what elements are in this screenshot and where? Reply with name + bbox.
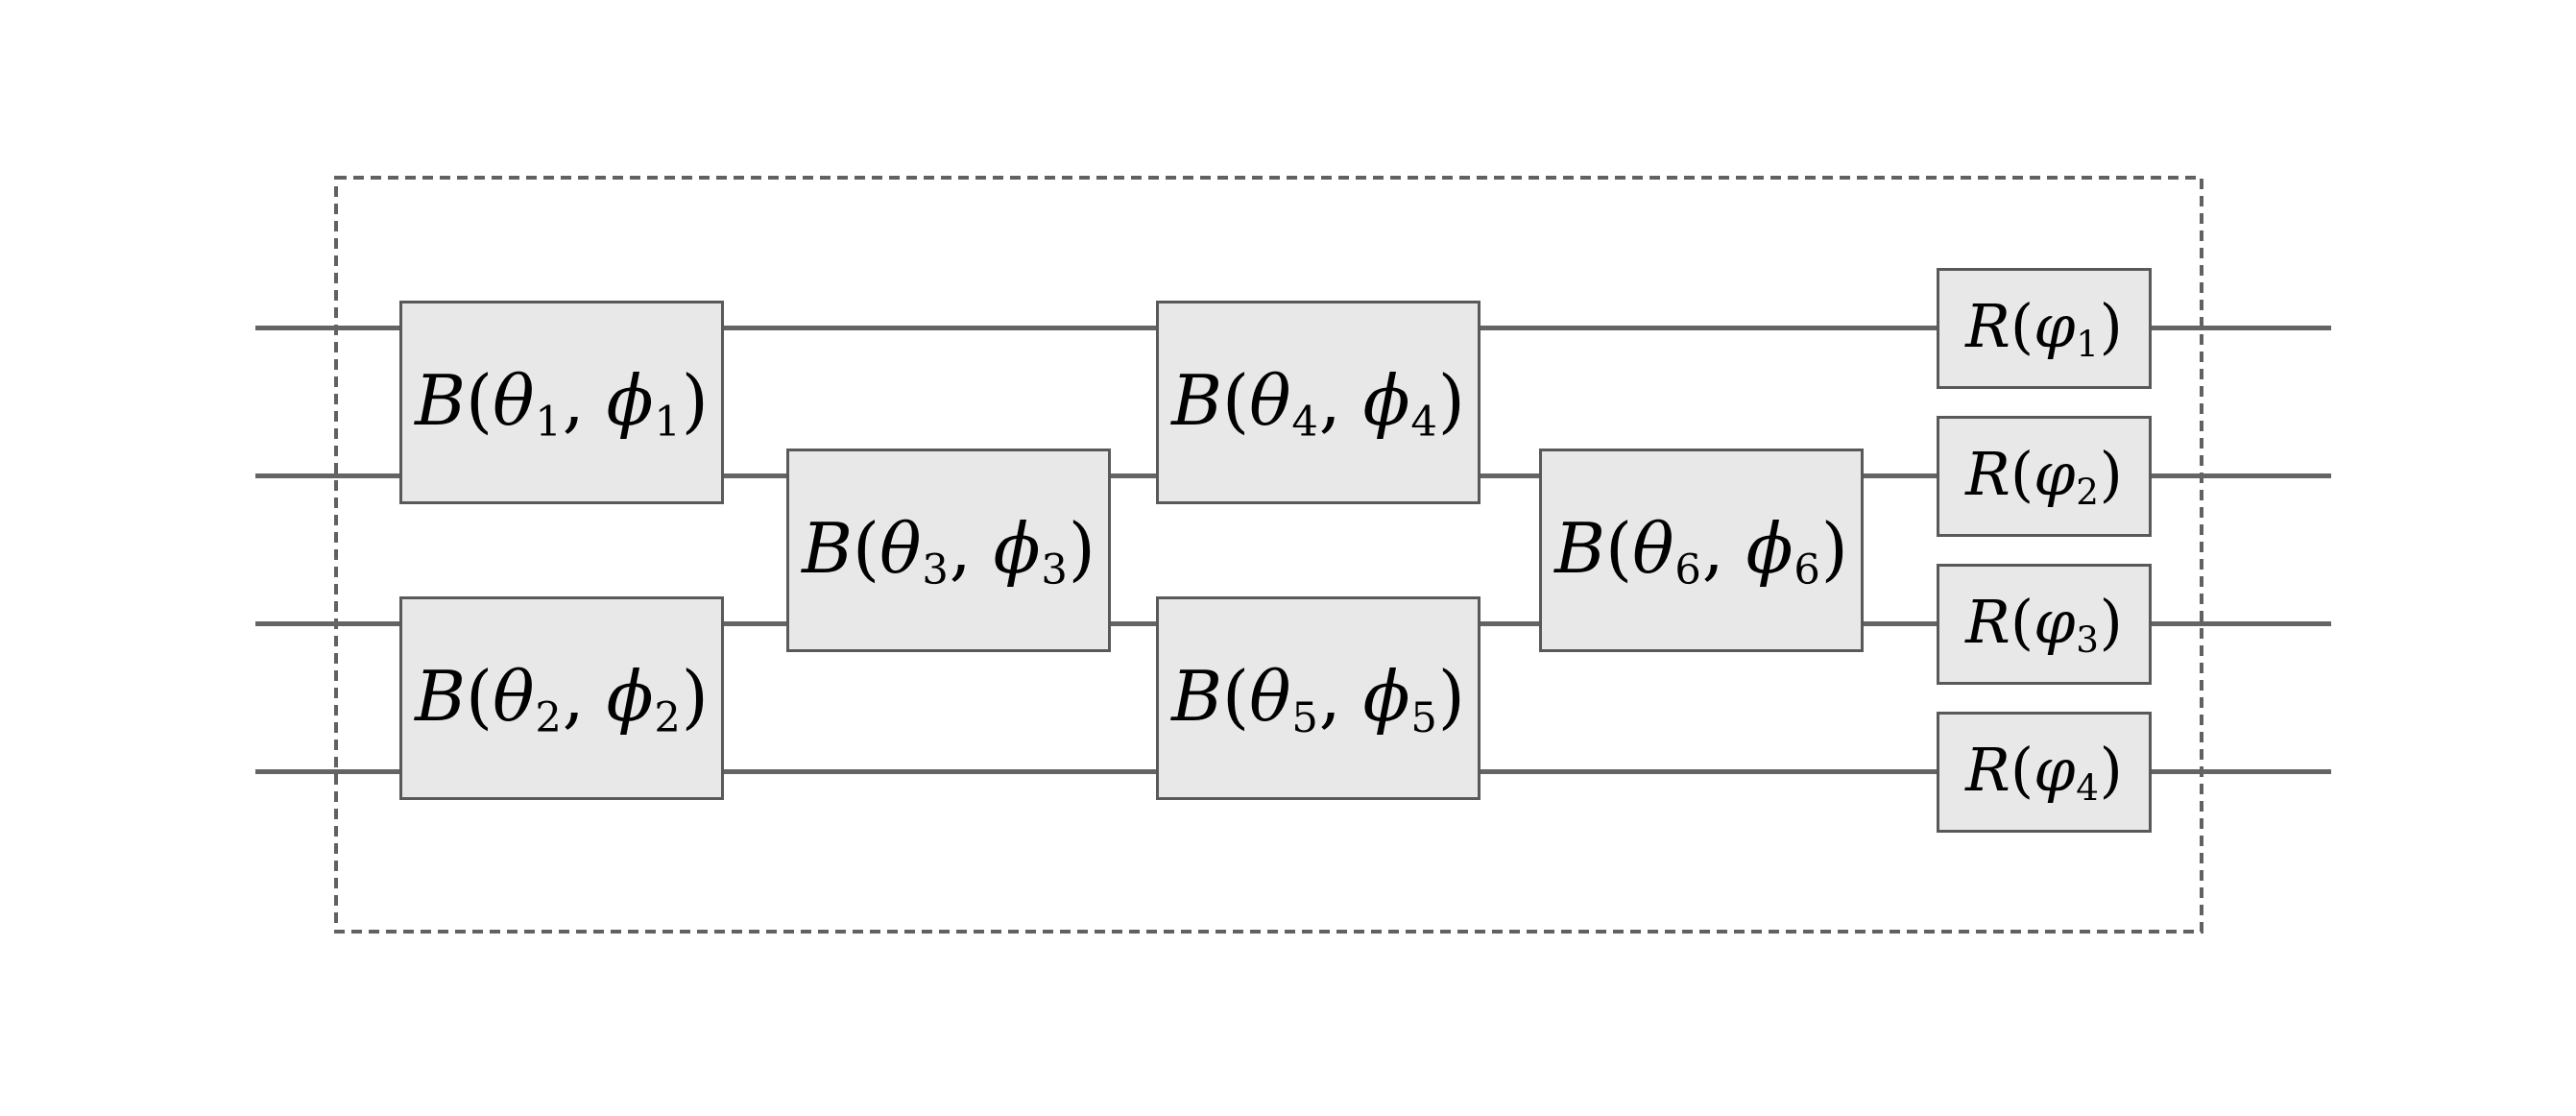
beamsplitter-gate-B5: B(θ5, ϕ5) xyxy=(1156,596,1481,800)
gate-label-R1: R(φ1) xyxy=(1965,291,2123,366)
gate-label-R2: R(φ2) xyxy=(1965,439,2123,514)
gate-label-B1: B(θ1, ϕ1) xyxy=(415,359,709,447)
beamsplitter-gate-B6: B(θ6, ϕ6) xyxy=(1539,449,1864,652)
gate-label-B3: B(θ3, ϕ3) xyxy=(802,507,1095,594)
gate-label-B4: B(θ4, ϕ4) xyxy=(1171,359,1465,447)
beamsplitter-gate-B4: B(θ4, ϕ4) xyxy=(1156,301,1481,504)
beamsplitter-gate-B2: B(θ2, ϕ2) xyxy=(399,596,724,800)
gate-label-R4: R(φ4) xyxy=(1965,735,2123,810)
gate-label-R3: R(φ3) xyxy=(1965,587,2123,662)
phase-rotation-gate-R4: R(φ4) xyxy=(1937,712,2152,833)
gate-label-B6: B(θ6, ϕ6) xyxy=(1554,507,1848,594)
gate-label-B2: B(θ2, ϕ2) xyxy=(415,655,709,742)
circuit-boundary-dashed-box xyxy=(334,176,2203,934)
phase-rotation-gate-R1: R(φ1) xyxy=(1937,268,2152,389)
beamsplitter-gate-B3: B(θ3, ϕ3) xyxy=(786,449,1111,652)
phase-rotation-gate-R3: R(φ3) xyxy=(1937,564,2152,685)
gate-label-B5: B(θ5, ϕ5) xyxy=(1171,655,1465,742)
beamsplitter-gate-B1: B(θ1, ϕ1) xyxy=(399,301,724,504)
phase-rotation-gate-R2: R(φ2) xyxy=(1937,416,2152,537)
